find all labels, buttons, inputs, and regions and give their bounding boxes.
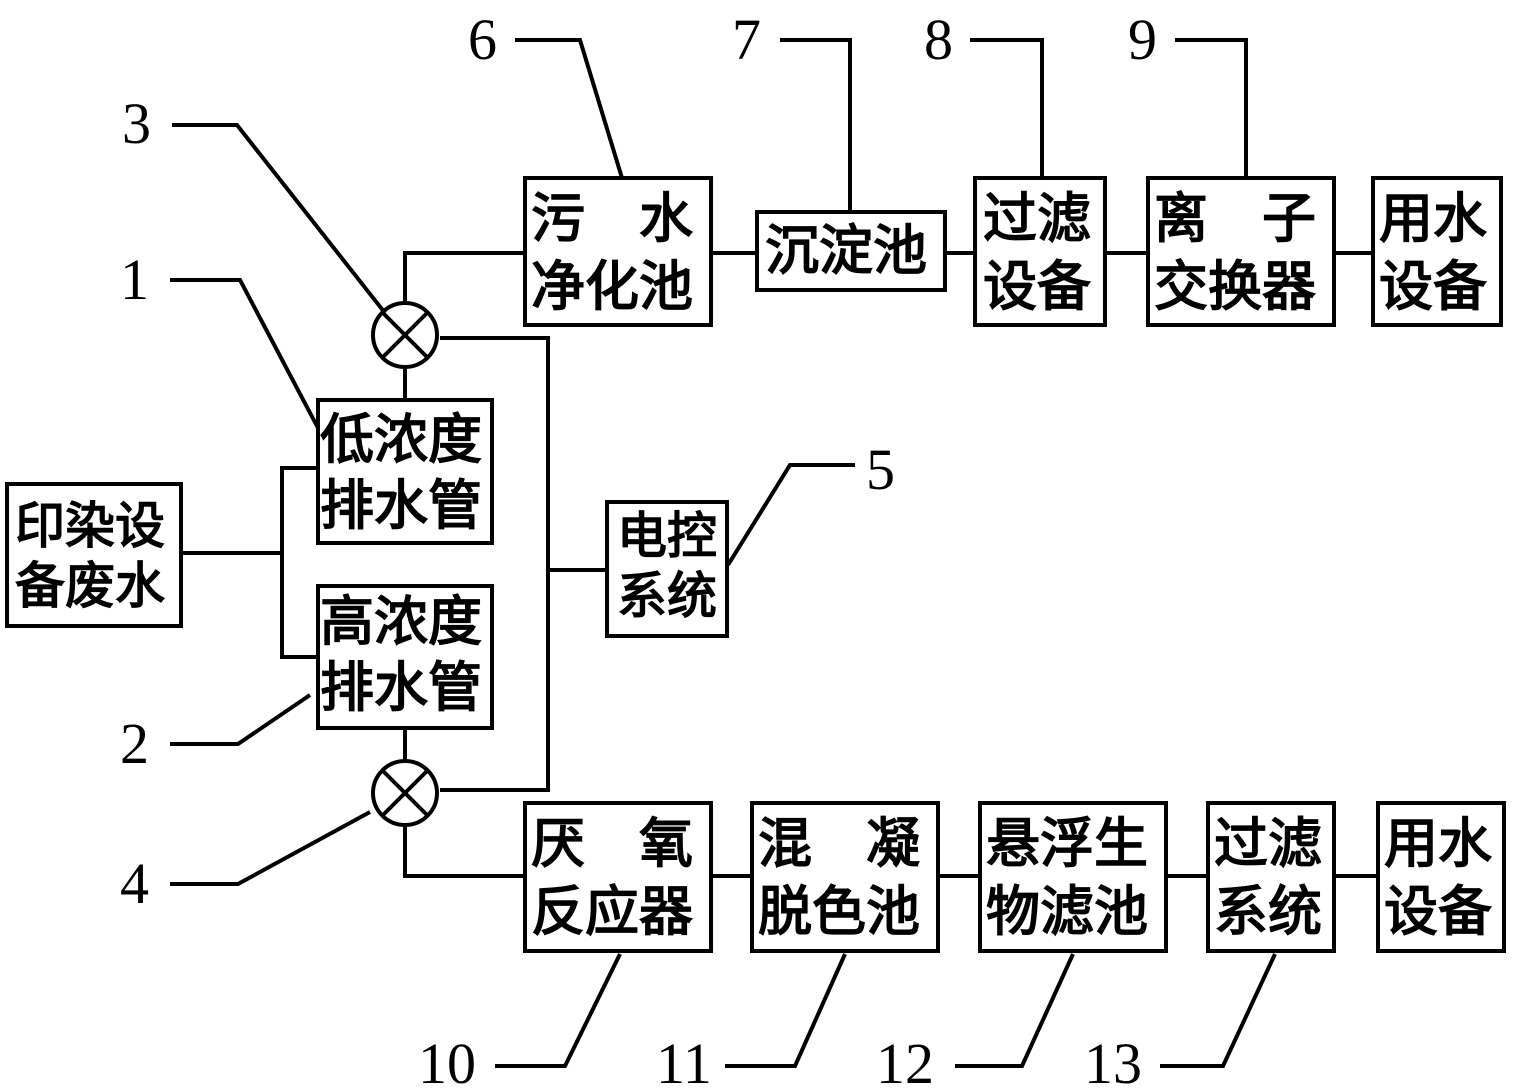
- line-branch: [280, 466, 316, 659]
- low-pipe-line2: 排水管: [320, 473, 482, 537]
- high-pipe-line1: 高浓度: [320, 589, 482, 653]
- purify-line1: 污 水: [531, 186, 693, 250]
- leader-2: [170, 693, 312, 746]
- leader-3: [172, 123, 387, 315]
- line-valve3-purify: [403, 251, 525, 301]
- control-system-box: 电控 系统: [605, 500, 729, 638]
- leader-10: [495, 953, 622, 1068]
- filter-bot-line2: 系统: [1214, 879, 1322, 943]
- leader-13: [1160, 953, 1277, 1068]
- low-pipe-line1: 低浓度: [320, 407, 482, 471]
- anaerobic-line2: 反应器: [531, 879, 693, 943]
- water-use-equipment-top-box: 用水 设备: [1371, 176, 1503, 327]
- water-use-equipment-bottom-box: 用水 设备: [1376, 801, 1506, 953]
- leader-11: [725, 953, 847, 1068]
- use-top-line1: 用水: [1379, 186, 1487, 250]
- label-11: 11: [656, 1031, 712, 1089]
- biofilter-line2: 物滤池: [986, 879, 1148, 943]
- coagulation-decolor-tank-box: 混 凝 脱色池: [750, 801, 940, 953]
- leader-9: [1175, 38, 1248, 178]
- label-6: 6: [468, 7, 497, 72]
- label-5: 5: [866, 437, 895, 502]
- suspended-biofilter-box: 悬浮生 物滤池: [978, 801, 1168, 953]
- settle-line1: 沉淀池: [765, 218, 927, 282]
- sewage-purification-tank-box: 污 水 净化池: [523, 176, 713, 327]
- anaerobic-reactor-box: 厌 氧 反应器: [523, 801, 713, 953]
- ion-line2: 交换器: [1154, 254, 1316, 318]
- leader-5: [726, 463, 855, 567]
- high-concentration-pipe-box: 高浓度 排水管: [316, 584, 494, 730]
- label-8: 8: [924, 7, 953, 72]
- low-concentration-pipe-box: 低浓度 排水管: [316, 398, 494, 545]
- line-control-bus: [440, 336, 550, 792]
- anaerobic-line1: 厌 氧: [531, 811, 693, 875]
- coag-line2: 脱色池: [758, 879, 920, 943]
- label-1: 1: [120, 247, 149, 312]
- filter-top-line1: 过滤: [983, 186, 1091, 250]
- control-line2: 系统: [617, 566, 717, 625]
- use-bot-line1: 用水: [1384, 811, 1492, 875]
- source-line2: 备废水: [15, 556, 165, 615]
- label-13: 13: [1084, 1031, 1142, 1089]
- use-top-line2: 设备: [1379, 254, 1487, 318]
- label-12: 12: [876, 1031, 934, 1089]
- use-bot-line2: 设备: [1384, 879, 1492, 943]
- label-9: 9: [1128, 7, 1157, 72]
- label-2: 2: [120, 711, 149, 776]
- source-box: 印染设 备废水: [5, 482, 183, 628]
- valve-3-icon: [371, 301, 439, 369]
- leader-6: [515, 38, 624, 179]
- source-line1: 印染设: [15, 496, 165, 555]
- leader-12: [955, 953, 1075, 1068]
- line-valve4-anaerobic: [403, 826, 525, 878]
- filter-equipment-box: 过滤 设备: [973, 176, 1107, 327]
- label-10: 10: [418, 1031, 476, 1089]
- sedimentation-tank-box: 沉淀池: [755, 210, 947, 292]
- leader-7: [780, 38, 852, 211]
- filter-top-line2: 设备: [983, 254, 1091, 318]
- leader-8: [970, 38, 1044, 178]
- coag-line1: 混 凝: [758, 811, 920, 875]
- label-4: 4: [120, 851, 149, 916]
- ion-exchanger-box: 离 子 交换器: [1146, 176, 1336, 327]
- leader-4: [170, 810, 371, 886]
- label-3: 3: [122, 91, 151, 156]
- high-pipe-line2: 排水管: [320, 655, 482, 719]
- leader-1: [170, 278, 320, 429]
- filter-bot-line1: 过滤: [1214, 811, 1322, 875]
- filter-system-box: 过滤 系统: [1206, 801, 1336, 953]
- biofilter-line1: 悬浮生: [986, 811, 1148, 875]
- purify-line2: 净化池: [531, 254, 693, 318]
- label-7: 7: [732, 7, 761, 72]
- valve-4-icon: [371, 759, 439, 827]
- control-line1: 电控: [617, 506, 717, 565]
- ion-line1: 离 子: [1154, 186, 1316, 250]
